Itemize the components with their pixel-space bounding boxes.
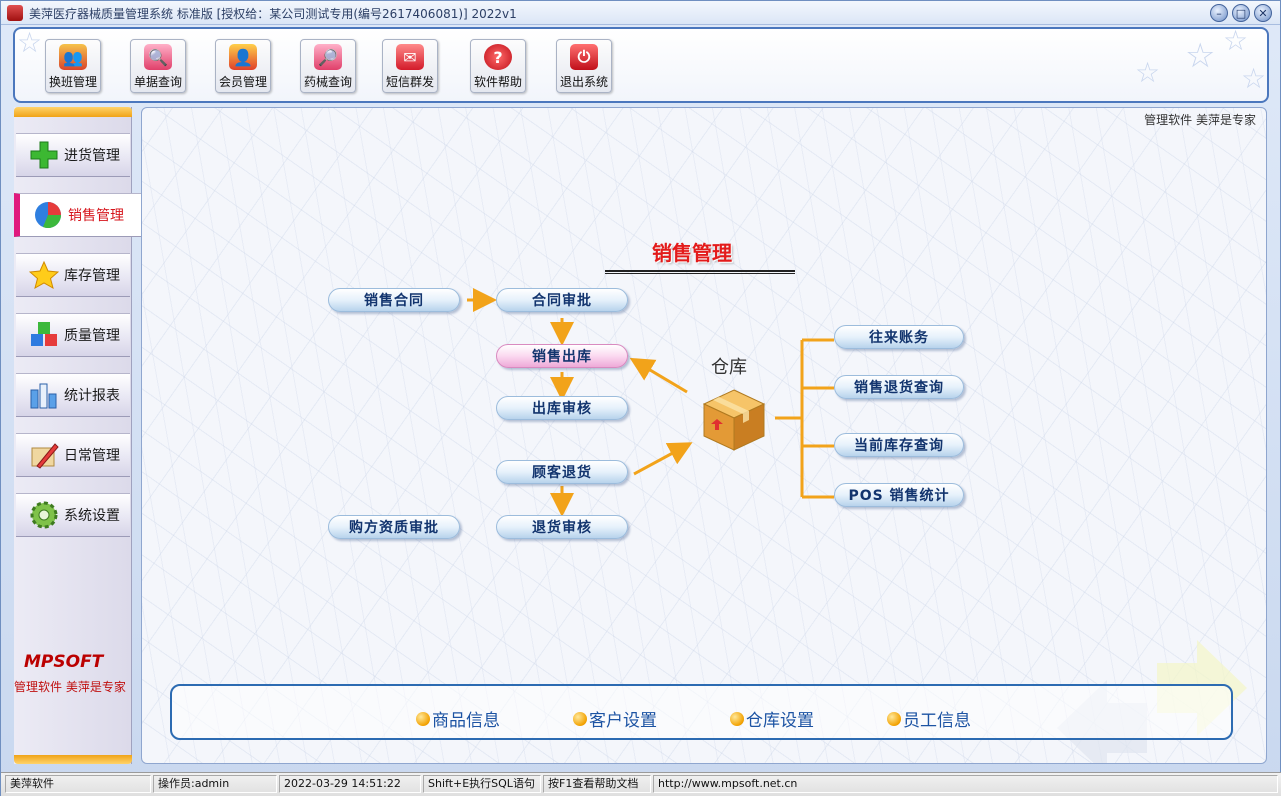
status-datetime: 2022-03-29 14:51:22	[279, 775, 421, 793]
app-icon	[7, 5, 23, 21]
stock-query-button[interactable]: 当前库存查询	[834, 433, 964, 457]
gear-icon	[28, 499, 60, 531]
employee-info-link[interactable]: 员工信息	[887, 706, 971, 731]
sidebar-slogan: 管理软件 美萍是专家	[14, 680, 126, 694]
exit-system-button[interactable]: ⏻ 退出系统	[556, 39, 612, 93]
help-icon: ?	[484, 44, 512, 70]
software-help-button[interactable]: ? 软件帮助	[470, 39, 526, 93]
shift-management-button[interactable]: 👥 换班管理	[45, 39, 101, 93]
window-title: 美萍医疗器械质量管理系统 标准版 [授权给：某公司测试专用(编号26174060…	[29, 7, 517, 21]
buyer-qualification-button[interactable]: 购方资质审批	[328, 515, 460, 539]
sales-contract-button[interactable]: 销售合同	[328, 288, 460, 312]
orange-dot-icon	[573, 711, 587, 726]
status-operator: 操作员:admin	[153, 775, 277, 793]
close-button[interactable]: ✕	[1254, 4, 1272, 22]
pencil-icon	[28, 439, 60, 471]
return-query-button[interactable]: 销售退货查询	[834, 375, 964, 399]
user-group-icon: 👥	[59, 44, 87, 70]
cubes-icon	[28, 319, 60, 351]
star-decoration-icon: ☆	[1241, 62, 1267, 95]
orange-dot-icon	[730, 711, 744, 726]
warehouse-label: 仓库	[711, 357, 747, 378]
title-bar: 美萍医疗器械质量管理系统 标准版 [授权给：某公司测试专用(编号26174060…	[1, 1, 1280, 25]
star-decoration-icon: ☆	[1185, 36, 1216, 76]
star-icon	[28, 259, 60, 291]
quick-links-bar: 商品信息 客户设置 仓库设置 员工信息	[170, 684, 1233, 740]
magnifier-icon: 🔍	[144, 44, 172, 70]
outbound-review-button[interactable]: 出库审核	[496, 396, 628, 420]
sidebar-item-daily[interactable]: 日常管理	[16, 433, 130, 477]
sidebar-bottom-cap	[14, 755, 132, 764]
return-review-button[interactable]: 退货审核	[496, 515, 628, 539]
accounts-button[interactable]: 往来账务	[834, 325, 964, 349]
green-plus-icon	[28, 139, 60, 171]
status-bar: 美萍软件 操作员:admin 2022-03-29 14:51:22 Shift…	[1, 772, 1281, 796]
star-decoration-icon: ☆	[1135, 56, 1161, 89]
bar-chart-icon	[28, 379, 60, 411]
customer-settings-link[interactable]: 客户设置	[573, 706, 657, 731]
page-title: 销售管理	[652, 241, 732, 265]
mpsoft-logo: MPSOFT	[24, 652, 104, 672]
contract-approval-button[interactable]: 合同审批	[496, 288, 628, 312]
star-decoration-icon: ☆	[1223, 27, 1249, 57]
status-sql-hint: Shift+E执行SQL语句	[423, 775, 541, 793]
sidebar: 进货管理 销售管理 库存管理 质量管理 统计报表	[14, 107, 142, 764]
status-url: http://www.mpsoft.net.cn	[653, 775, 1278, 793]
product-info-link[interactable]: 商品信息	[416, 706, 500, 731]
device-query-button[interactable]: 🔎 药械查询	[300, 39, 356, 93]
star-decoration-icon: ☆	[17, 27, 43, 59]
minimize-button[interactable]: –	[1210, 4, 1228, 22]
maximize-button[interactable]: □	[1232, 4, 1250, 22]
envelope-icon: ✉	[396, 44, 424, 70]
sidebar-item-inventory[interactable]: 库存管理	[16, 253, 130, 297]
status-app-name: 美萍软件	[5, 775, 151, 793]
sidebar-item-reports[interactable]: 统计报表	[16, 373, 130, 417]
customer-return-button[interactable]: 顾客退货	[496, 460, 628, 484]
toolbar: ☆ ☆ ☆ ☆ ☆ 👥 换班管理 🔍 单据查询 👤 会员管理 🔎 药械查询 ✉ …	[13, 27, 1269, 103]
pie-chart-icon	[32, 199, 64, 231]
warehouse-settings-link[interactable]: 仓库设置	[730, 706, 814, 731]
sidebar-item-quality[interactable]: 质量管理	[16, 313, 130, 357]
member-icon: 👤	[229, 44, 257, 70]
orange-dot-icon	[416, 711, 430, 726]
warehouse-box-icon[interactable]	[699, 384, 769, 454]
document-query-button[interactable]: 🔍 单据查询	[130, 39, 186, 93]
sidebar-top-cap	[14, 107, 132, 117]
pos-stats-button[interactable]: POS 销售统计	[834, 483, 964, 507]
sidebar-item-settings[interactable]: 系统设置	[16, 493, 130, 537]
member-management-button[interactable]: 👤 会员管理	[215, 39, 271, 93]
sms-broadcast-button[interactable]: ✉ 短信群发	[382, 39, 438, 93]
status-help-hint: 按F1查看帮助文档	[543, 775, 651, 793]
power-icon: ⏻	[570, 44, 598, 70]
main-panel: 管理软件 美萍是专家 销售管理	[141, 107, 1267, 764]
sidebar-item-sales[interactable]: 销售管理	[14, 193, 142, 237]
orange-dot-icon	[887, 711, 901, 726]
search-doc-icon: 🔎	[314, 44, 342, 70]
title-underline	[605, 270, 795, 274]
main-slogan: 管理软件 美萍是专家	[1144, 113, 1256, 127]
sidebar-item-purchase[interactable]: 进货管理	[16, 133, 130, 177]
sales-outbound-button[interactable]: 销售出库	[496, 344, 628, 368]
